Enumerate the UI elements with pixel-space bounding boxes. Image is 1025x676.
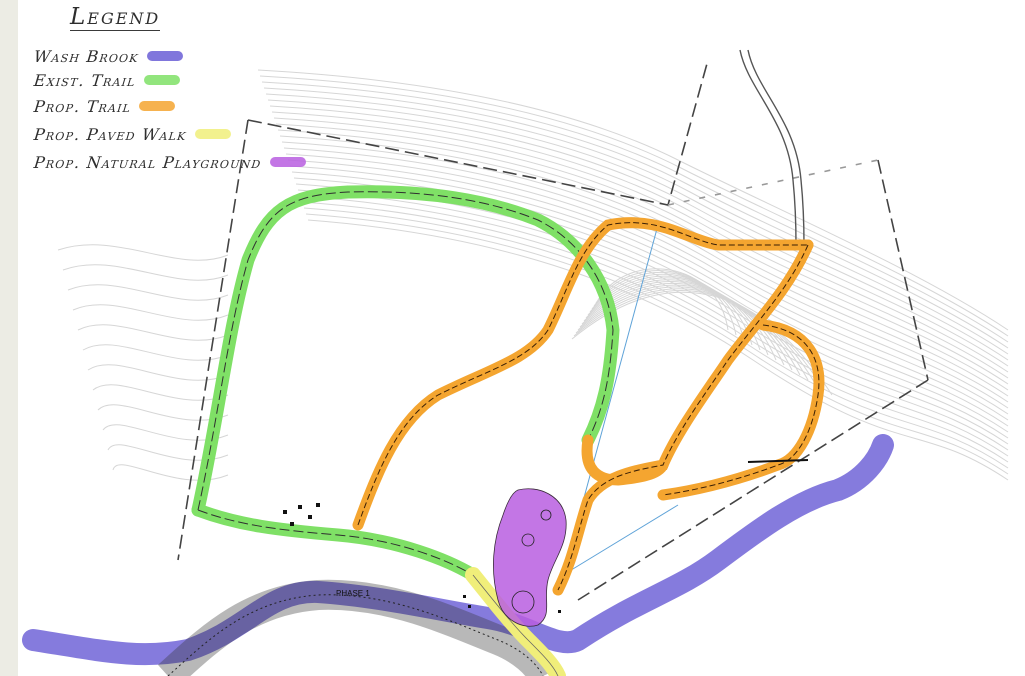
contour-line	[257, 69, 1009, 331]
proposed-trail	[352, 217, 825, 596]
contour-line	[589, 275, 761, 351]
contour-line	[261, 81, 1009, 343]
phase-1-road: PHASE 1	[157, 579, 557, 676]
contour-line	[267, 99, 1009, 361]
contour-line	[591, 273, 753, 346]
contour-line	[275, 123, 1009, 385]
site-map: PHASE 1	[22, 49, 1009, 676]
natural-playground	[493, 488, 567, 627]
contour-line	[291, 171, 1009, 433]
legend-label: Prop. Trail	[33, 96, 133, 116]
contour-line	[87, 364, 229, 381]
contour-line	[62, 264, 229, 281]
property-boundary	[177, 59, 929, 601]
contour-line	[265, 93, 1009, 355]
site-plan-sheet: PHASE 1	[18, 0, 1025, 676]
contour-line	[281, 141, 1009, 403]
contour-line	[72, 304, 229, 321]
map-legend: Legend Wash Brook Exist. Trail Prop. Tra…	[18, 0, 328, 190]
contour-line	[283, 147, 1009, 409]
contour-line	[289, 165, 1009, 427]
legend-item-wash-brook: Wash Brook	[33, 44, 183, 68]
contour-line	[597, 268, 729, 331]
legend-swatch	[269, 157, 306, 167]
legend-swatch	[139, 101, 176, 111]
contour-line	[285, 153, 1009, 415]
legend-label: Wash Brook	[33, 46, 140, 66]
phase-label: PHASE 1	[336, 589, 370, 598]
legend-item-proposed-trail: Prop. Trail	[33, 94, 176, 118]
contour-line	[307, 219, 1009, 481]
existing-trail	[191, 185, 620, 582]
legend-label: Exist. Trail	[33, 70, 137, 90]
contour-line	[269, 105, 1009, 367]
paved-walk	[465, 567, 566, 676]
legend-label: Prop. Paved Walk	[33, 124, 188, 144]
utility-line-2	[562, 504, 679, 576]
contour-line	[271, 111, 1009, 373]
legend-item-natural-playground: Prop. Natural Playground	[33, 150, 306, 174]
contour-line	[595, 270, 737, 336]
site-features	[283, 459, 809, 613]
contour-line	[263, 87, 1009, 349]
contour-line	[82, 344, 229, 361]
contour-line	[273, 117, 1009, 379]
legend-label: Prop. Natural Playground	[33, 152, 263, 172]
contour-line	[593, 272, 745, 341]
contour-line	[279, 135, 1009, 397]
contour-line	[299, 195, 1009, 457]
legend-swatch	[143, 75, 180, 85]
legend-swatch	[146, 51, 183, 61]
contour-line	[303, 207, 1009, 469]
contour-line	[57, 244, 229, 261]
contour-line	[297, 189, 1009, 451]
contour-line	[301, 201, 1009, 463]
contour-line	[287, 159, 1009, 421]
access-road	[739, 49, 805, 246]
legend-item-existing-trail: Exist. Trail	[33, 68, 180, 92]
legend-item-paved-walk: Prop. Paved Walk	[33, 122, 231, 146]
legend-swatch	[194, 129, 231, 139]
contour-line	[97, 404, 229, 421]
contour-line	[259, 75, 1009, 337]
contour-line	[77, 324, 229, 341]
contour-line	[67, 284, 229, 301]
legend-title: Legend	[70, 4, 161, 31]
contour-line	[92, 384, 229, 401]
